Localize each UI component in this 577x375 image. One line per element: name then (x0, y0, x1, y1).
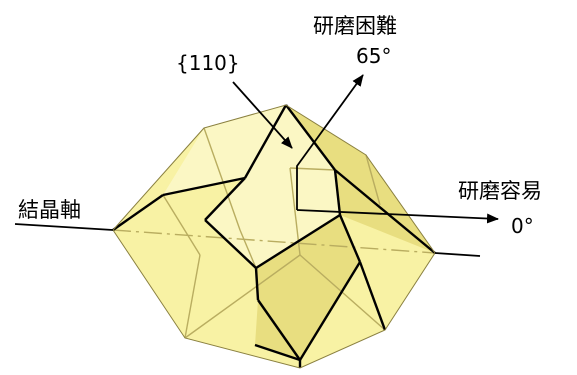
hard-angle-label: 65° (356, 44, 391, 68)
crystal-axis-line-right (434, 252, 481, 257)
face-top-left (163, 105, 286, 195)
face-index-pointer (232, 81, 293, 149)
crystal-axis-line-left (14, 223, 114, 231)
easy-direction-label: 研磨容易 (458, 179, 542, 203)
easy-direction-arrow (296, 209, 499, 224)
crystal-body (113, 105, 435, 368)
easy-angle-label: 0° (511, 214, 534, 238)
hard-direction-label: 研磨困難 (313, 14, 397, 38)
face-upper-right (286, 105, 435, 253)
crystal-silhouette (112, 104, 436, 369)
face-index-label: {110} (176, 51, 240, 75)
face-lower-front (255, 215, 360, 360)
crystal-axis-label: 結晶軸 (18, 198, 81, 222)
front-edges (112, 104, 436, 368)
hard-direction-arrow (296, 74, 364, 210)
